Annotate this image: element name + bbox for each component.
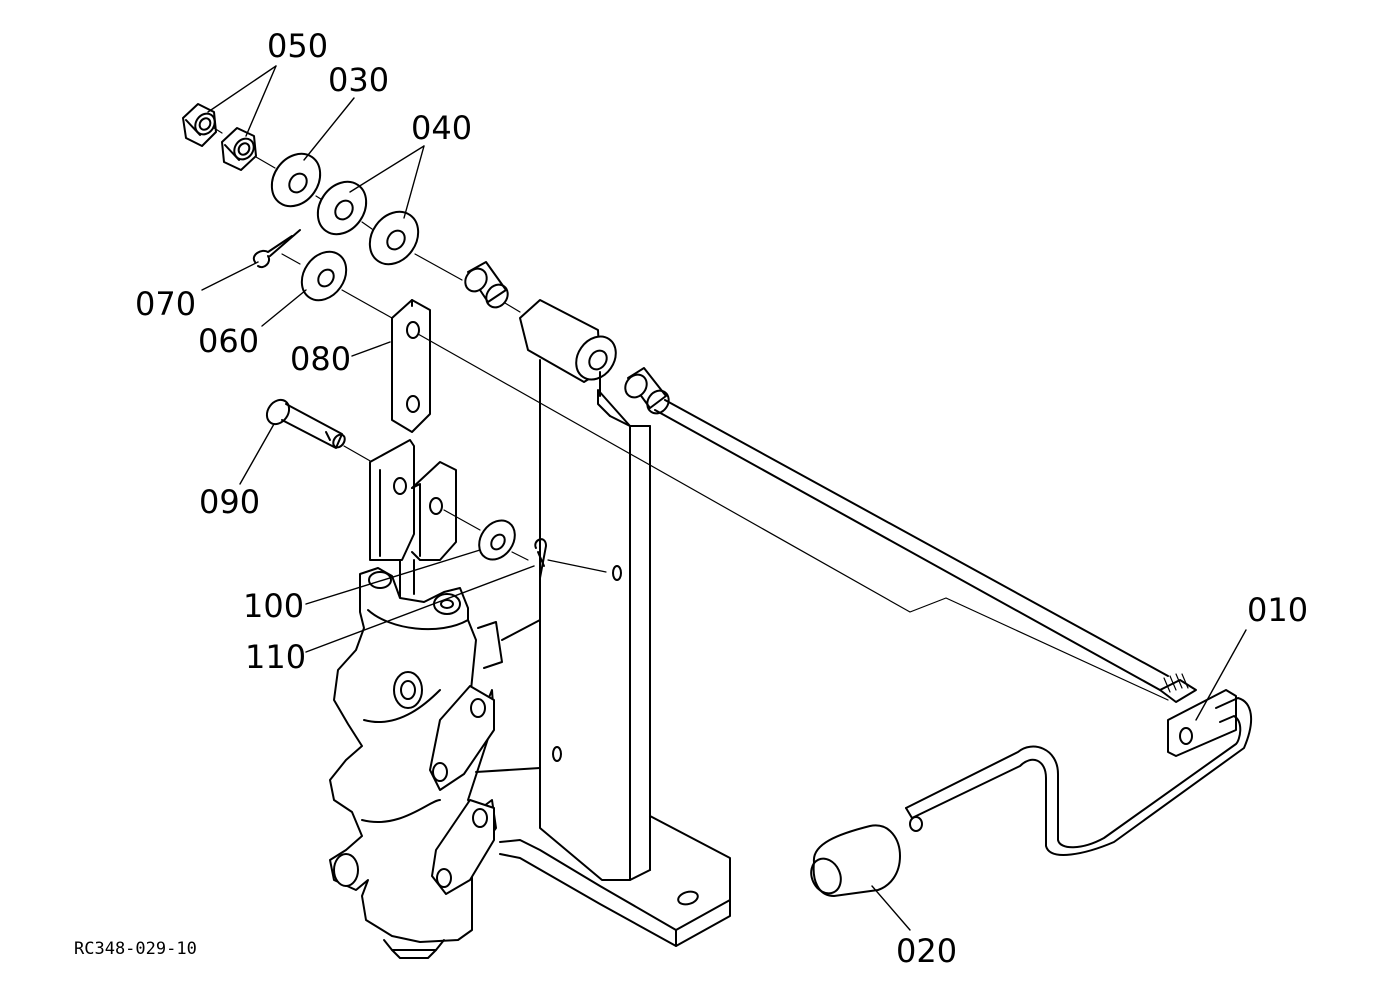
part-050-nut-2 <box>222 128 258 170</box>
part-100-washer <box>472 514 522 567</box>
leader-010 <box>1196 630 1246 720</box>
part-030-washer <box>262 144 330 215</box>
leader-080 <box>352 342 390 356</box>
callout-110: 110 <box>245 638 307 676</box>
callout-100: 100 <box>243 587 305 625</box>
callout-080: 080 <box>290 340 352 378</box>
callout-040: 040 <box>411 109 473 147</box>
part-040-washer-2 <box>360 202 428 273</box>
part-080-link-plate <box>392 300 430 432</box>
assembly-axis-segment <box>415 254 462 280</box>
assembly-centerline <box>418 334 1168 700</box>
leader-100 <box>306 550 480 604</box>
leader-060 <box>262 290 306 326</box>
part-050-nut-1 <box>183 104 219 146</box>
assembly-axis-segment <box>548 560 606 572</box>
assembly-axis-segment <box>505 303 520 312</box>
leader-050-b <box>246 66 276 136</box>
leader-040-b <box>404 146 424 218</box>
lower-bushing <box>621 368 673 418</box>
callout-030: 030 <box>328 61 390 99</box>
leader-110 <box>306 566 534 652</box>
part-010-lever-rod <box>906 674 1251 855</box>
callout-060: 060 <box>198 322 260 360</box>
leader-030 <box>304 98 354 160</box>
assembly-axis-segment <box>362 222 372 229</box>
part-060-washer <box>293 243 356 309</box>
assembly-axis-segment <box>344 446 372 462</box>
assembly-axis-segment <box>256 157 275 168</box>
assembly-axis-segment <box>282 254 300 264</box>
part-110-cotter-pin <box>535 539 546 578</box>
mounting-bracket <box>500 360 730 946</box>
part-090-clevis-pin <box>262 396 347 450</box>
callout-090: 090 <box>199 483 261 521</box>
leader-050-a <box>208 66 276 112</box>
assembly-axis-segment <box>444 510 480 530</box>
control-rod-lower-edge <box>655 410 1160 690</box>
pivot-tube <box>520 300 624 387</box>
part-020-knob <box>806 808 922 898</box>
assembly-axis-segment <box>512 552 528 560</box>
part-070-cotter-pin <box>254 230 300 267</box>
callout-050: 050 <box>267 27 329 65</box>
assembly-axis-segment <box>214 128 222 133</box>
leader-040-a <box>350 146 424 192</box>
callout-070: 070 <box>135 285 197 323</box>
drawing-code: RC348-029-10 <box>74 939 197 959</box>
upper-bushing <box>461 262 512 312</box>
valve-body <box>330 568 540 958</box>
leader-090 <box>240 424 274 484</box>
leader-020 <box>872 886 910 930</box>
callout-leaders <box>202 66 1246 930</box>
callout-020: 020 <box>896 932 958 970</box>
assembly-axis-segment <box>342 290 392 318</box>
control-rod-upper-edge <box>665 400 1168 676</box>
yoke-clevis <box>370 440 456 600</box>
leader-070 <box>202 262 258 290</box>
callout-010: 010 <box>1247 591 1309 629</box>
part-040-washer-1 <box>308 172 376 243</box>
